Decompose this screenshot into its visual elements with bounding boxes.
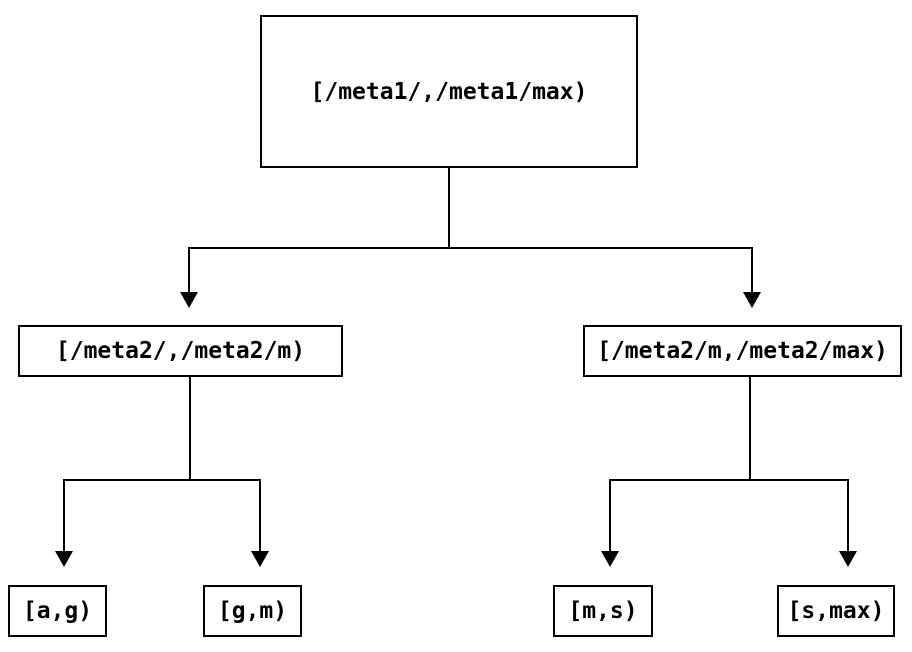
node-leaf-gm-label: [g,m) — [217, 598, 288, 624]
node-leaf-ag-label: [a,g) — [22, 598, 93, 624]
node-level2-right-label: [/meta2/m,/meta2/max) — [597, 338, 888, 364]
arrowhead-icon — [601, 551, 619, 567]
arrowhead-icon — [180, 292, 198, 308]
node-leaf-ag: [a,g) — [8, 585, 107, 637]
arrowhead-icon — [839, 551, 857, 567]
node-leaf-ms-label: [m,s) — [568, 598, 638, 624]
node-leaf-ms: [m,s) — [553, 585, 653, 637]
node-root-label: [/meta1/,/meta1/max) — [310, 78, 588, 105]
node-leaf-smax: [s,max) — [777, 585, 895, 637]
node-root: [/meta1/,/meta1/max) — [260, 15, 638, 168]
arrowhead-icon — [251, 551, 269, 567]
node-level2-left: [/meta2/,/meta2/m) — [18, 325, 343, 377]
node-level2-left-label: [/meta2/,/meta2/m) — [55, 338, 306, 364]
arrowhead-icon — [55, 551, 73, 567]
node-level2-right: [/meta2/m,/meta2/max) — [583, 325, 902, 377]
node-leaf-smax-label: [s,max) — [787, 598, 885, 624]
arrowhead-icon — [743, 292, 761, 308]
node-leaf-gm: [g,m) — [203, 585, 302, 637]
